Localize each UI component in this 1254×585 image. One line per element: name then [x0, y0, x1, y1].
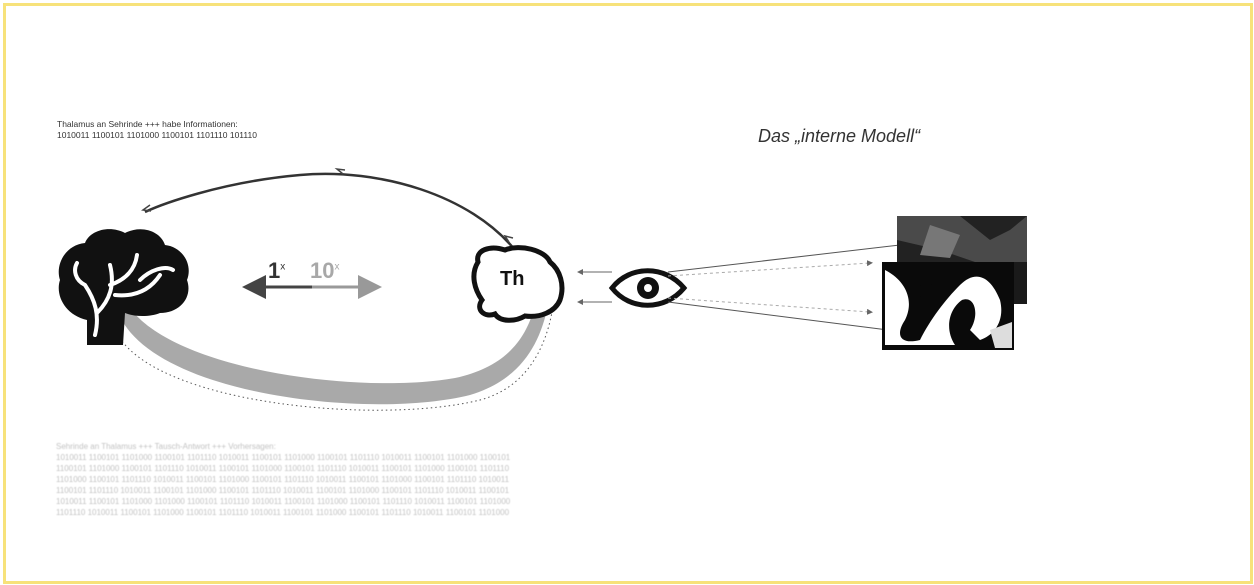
ratio-1-suffix: x — [280, 261, 286, 273]
bottom-caption-line: 1010011 1100101 1101000 1100101 1101110 … — [56, 453, 511, 462]
eye-icon — [608, 268, 688, 308]
bottom-caption-line: 1101110 1010011 1100101 1101000 1100101 … — [56, 508, 510, 517]
ratio-1-value: 1 — [268, 258, 281, 283]
lower-band — [118, 305, 548, 405]
upper-arc — [144, 172, 516, 251]
bottom-caption-line: 1010011 1100101 1101000 1101000 1100101 … — [56, 497, 511, 506]
model-title: Das „interne Modell“ — [758, 126, 921, 146]
bottom-caption-line: 1100101 1101000 1100101 1101110 1010011 … — [56, 464, 510, 473]
ratio-10-value: 10 — [310, 258, 335, 283]
brain-icon — [58, 229, 189, 345]
ratio-10-suffix: x — [334, 261, 340, 273]
bottom-caption-line: 1101000 1100101 1101110 1010011 1100101 … — [56, 475, 510, 484]
upper-arc-arrow-1 — [141, 204, 152, 212]
top-caption-line2: 1010011 1100101 1101000 1100101 1101110 … — [57, 130, 257, 140]
upper-arc-arrow-3 — [503, 234, 514, 243]
ray-upper-dark — [667, 244, 901, 273]
bottom-caption-line: 1100101 1101110 1010011 1100101 1101000 … — [56, 486, 510, 495]
upper-arc-arrow-2 — [334, 167, 346, 175]
thalamus-shape — [471, 245, 565, 323]
top-caption-line1: Thalamus an Sehrinde +++ habe Informatio… — [57, 119, 238, 129]
internal-model-image — [882, 216, 1027, 350]
top-caption: Thalamus an Sehrinde +++ habe Informatio… — [57, 119, 257, 141]
ratio-label-1x: 1x — [268, 258, 285, 284]
bottom-caption-title: Sehrinde an Thalamus +++ Tausch-Antwort … — [56, 442, 276, 451]
ray-lower-dark — [667, 301, 889, 331]
ratio-label-10x: 10x — [310, 258, 339, 284]
ray-lower-light — [667, 297, 873, 315]
ray-upper-light — [667, 260, 873, 277]
thalamus-label: Th — [500, 268, 525, 290]
bottom-caption: Sehrinde an Thalamus +++ Tausch-Antwort … — [56, 441, 546, 518]
